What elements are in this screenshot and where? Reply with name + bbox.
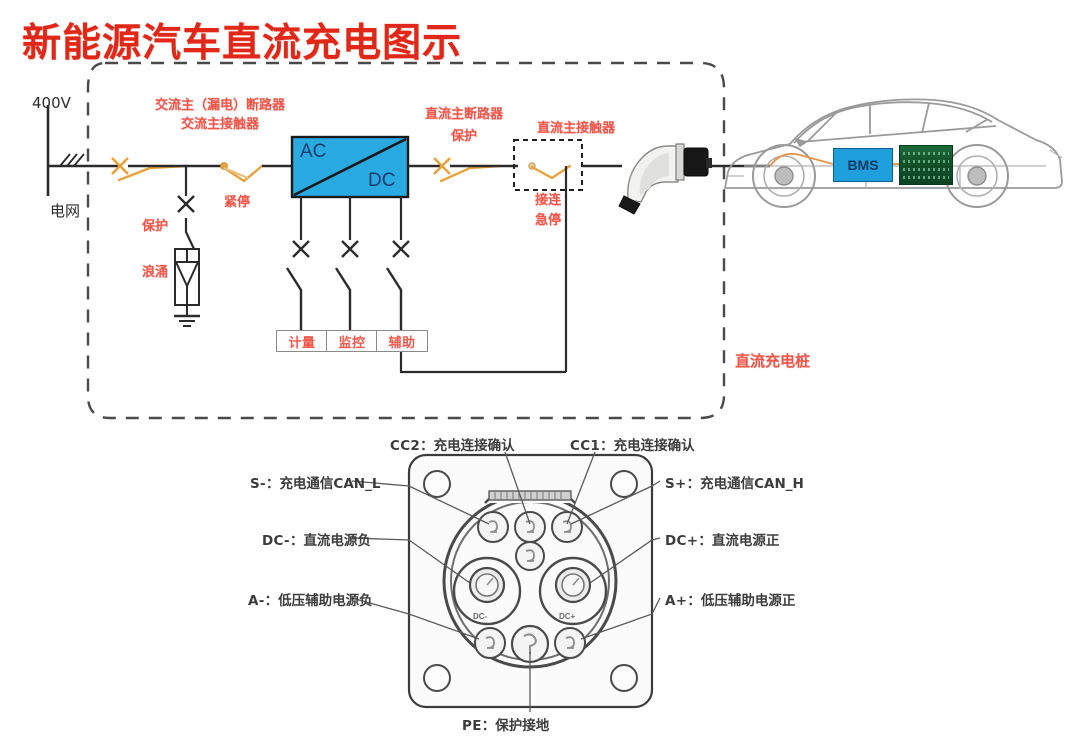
pin-sep-cc1: ：: [600, 438, 614, 454]
pin-code-a-minus: A-: [248, 593, 265, 609]
dc-contactor-enclosure: [513, 139, 583, 191]
connector-small-pins-top: [477, 511, 583, 543]
pin-sep-s-plus: ：: [686, 476, 701, 492]
surge-label: 浪涌: [141, 265, 168, 280]
converter-control-branches: [299, 197, 403, 240]
pin-sep-a-plus: ：: [687, 593, 701, 609]
vehicle-hv-cable-front: [769, 152, 834, 167]
dc-negative-pin-marking: DC-: [473, 612, 488, 621]
surge-arrester-symbol: [174, 248, 200, 316]
pin-code-dc-plus: DC+: [665, 533, 699, 549]
dc-estop-label-line2: 急停: [534, 213, 561, 228]
pin-desc-cc2: 充电连接确认: [433, 438, 515, 454]
pin-desc-s-plus: 充电通信CAN_H: [700, 476, 804, 492]
pin-label-cc1: CC1：充电连接确认: [570, 434, 695, 454]
grid-ground-hatch: [48, 153, 92, 167]
pin-code-s-plus: S+: [665, 476, 687, 492]
pin-desc-s-minus: 充电通信CAN_L: [279, 476, 381, 492]
bms-module: BMS: [833, 148, 893, 182]
dc-protect-label: 保护: [450, 129, 477, 144]
battery-pack: [899, 145, 953, 185]
grid-voltage-label: 400V: [32, 94, 71, 112]
grid-name-label: 电网: [50, 202, 81, 220]
pin-label-dc-minus: DC-：直流电源负: [262, 529, 371, 549]
dc-contactor-label: 直流主接触器: [536, 121, 615, 136]
dc-main-contactor: [528, 162, 572, 180]
vehicle-wheels: [752, 144, 1009, 208]
pin-label-dc-plus: DC+：直流电源正: [665, 529, 779, 549]
connector-mounting-holes: [423, 470, 638, 692]
pin-desc-dc-plus: 直流电源正: [711, 533, 780, 549]
surge-protect-label: 保护: [141, 219, 168, 234]
pin-label-s-plus: S+：充电通信CAN_H: [665, 472, 804, 492]
surge-earth-symbol: [174, 314, 200, 327]
converter-dc-label: DC: [368, 170, 396, 191]
charging-station-label: 直流充电桩: [735, 352, 811, 370]
surge-protection-switch: [177, 195, 195, 250]
pin-code-s-minus: S-: [250, 476, 266, 492]
pin-sep-s-minus: ：: [265, 476, 280, 492]
dc-main-breaker: [433, 157, 502, 183]
pin-sep-pe: ：: [481, 718, 496, 734]
metering-box: 计量: [276, 330, 328, 352]
pin-sep-a-minus: ：: [264, 593, 279, 609]
page-title: 新能源汽车直流充电图示: [22, 22, 463, 65]
dc-breaker-label: 直流主断路器: [424, 107, 503, 122]
ac-estop-label: 紧停: [223, 195, 250, 210]
charging-station-enclosure: [86, 61, 726, 420]
dc-estop-label-line1: 接连: [534, 193, 561, 208]
wire-aux-return: [399, 351, 566, 374]
pin-sep-cc2: ：: [420, 438, 434, 454]
ac-breaker-label-line2: 交流主接触器: [180, 117, 259, 132]
connector-small-pins-bottom: [474, 624, 586, 664]
connector-dc-negative-pin: [452, 556, 522, 626]
pin-desc-a-minus: 低压辅助电源负: [278, 593, 373, 609]
pin-sep-dc-minus: ：: [289, 533, 304, 549]
pin-sep-dc-plus: ：: [698, 533, 712, 549]
pin-desc-dc-minus: 直流电源负: [303, 533, 371, 549]
pin-code-cc1: CC1: [570, 438, 601, 454]
branch-switch-monitor: [334, 240, 359, 330]
connector-key-teeth: [494, 492, 562, 499]
converter-ac-label: AC: [300, 141, 327, 162]
connector-key-strip: [488, 490, 572, 501]
connector-dc-positive-pin: [538, 556, 608, 626]
charging-gun: [618, 143, 712, 215]
pin-label-s-minus: S-：充电通信CAN_L: [250, 472, 380, 492]
pin-desc-pe: 保护接地: [495, 718, 550, 734]
pin-code-pe: PE: [462, 718, 482, 734]
pin-label-a-minus: A-：低压辅助电源负: [248, 589, 373, 609]
pin-label-a-plus: A+：低压辅助电源正: [665, 589, 795, 609]
pin-code-dc-minus: DC-: [262, 533, 290, 549]
connector-leader-lines: [351, 451, 661, 712]
branch-switch-metering: [285, 240, 310, 330]
ac-main-contactor: [220, 162, 264, 183]
dc-positive-pin-marking: DC+: [559, 612, 576, 621]
pin-label-cc2: CC2：充电连接确认: [390, 434, 515, 454]
pin-desc-a-plus: 低压辅助电源正: [700, 593, 796, 609]
ac-breaker-label-line1: 交流主（漏电）断路器: [154, 98, 285, 113]
pin-code-a-plus: A+: [665, 593, 688, 609]
auxiliary-box: 辅助: [376, 330, 428, 352]
pin-desc-cc1: 充电连接确认: [613, 438, 695, 454]
pin-label-pe: PE：保护接地: [462, 714, 549, 734]
branch-switch-aux: [385, 240, 410, 330]
pin-code-cc2: CC2: [390, 438, 421, 454]
connector-center-pin: [515, 541, 545, 571]
monitoring-box: 监控: [326, 330, 378, 352]
ac-main-breaker: [111, 157, 188, 182]
converter-diagonal: [293, 137, 407, 197]
